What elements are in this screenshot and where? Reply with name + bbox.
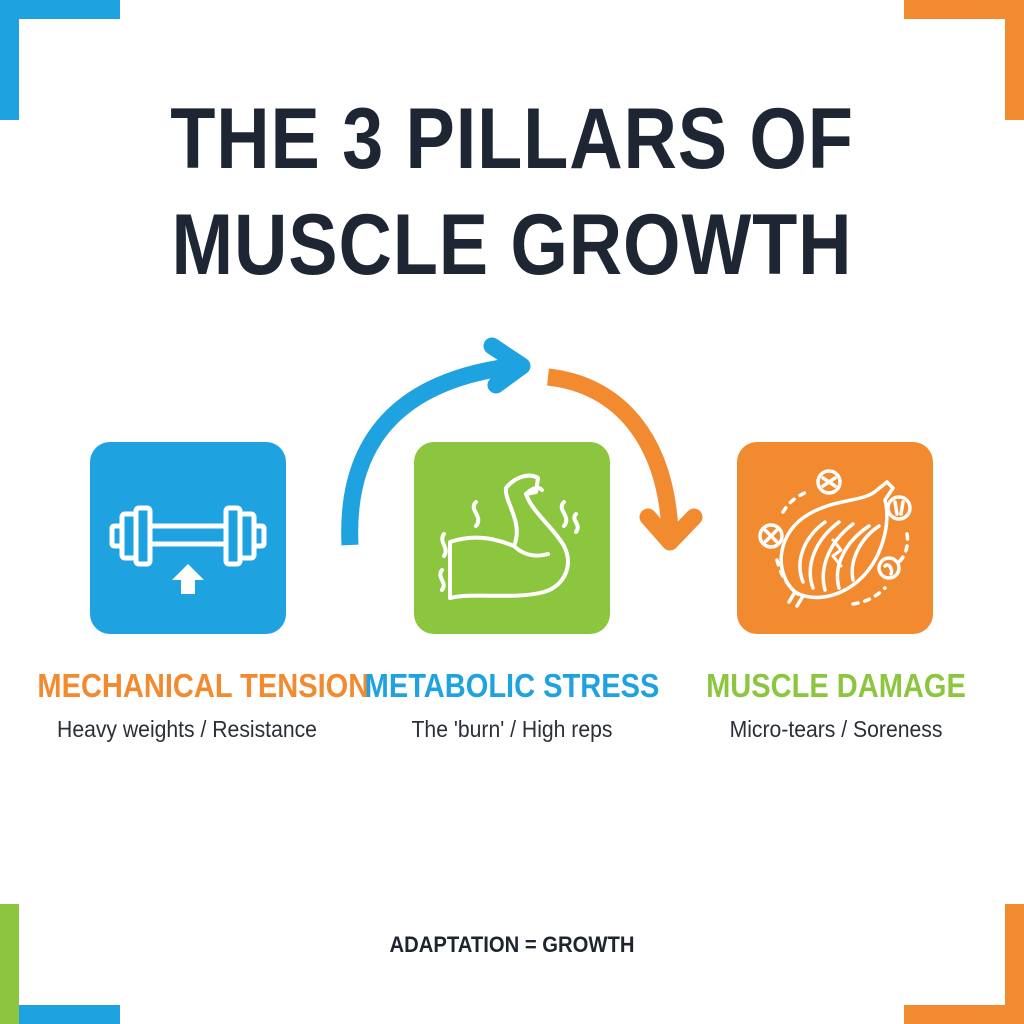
pillar-label-mechanical-tension: MECHANICAL TENSION [37, 667, 370, 704]
barbell-icon [109, 505, 267, 594]
title-line-1: THE 3 PILLARS OF [170, 91, 854, 187]
muscle-fiber-icon [758, 469, 912, 608]
pillar-description-muscle-damage: Micro-tears / Soreness [729, 716, 943, 742]
pillar-label-metabolic-stress: METABOLIC STRESS [364, 667, 660, 704]
pillar-description-mechanical-tension: Heavy weights / Resistance [57, 716, 317, 742]
corner-bracket-bottom-left [0, 904, 120, 1024]
corner-bracket-top-left [0, 0, 120, 120]
title-line-2: MUSCLE GROWTH [171, 197, 853, 293]
corner-bracket-bottom-right [904, 904, 1024, 1024]
tile-mechanical-tension [90, 442, 286, 634]
tile-muscle-damage [737, 442, 933, 634]
tile-metabolic-stress [414, 442, 610, 634]
footer-tagline: ADAPTATION = GROWTH [389, 932, 635, 957]
page-title: THE 3 PILLARS OF MUSCLE GROWTH [72, 86, 953, 298]
corner-bracket-top-right [904, 0, 1024, 120]
pillar-description-metabolic-stress: The 'burn' / High reps [411, 716, 613, 742]
flexed-arm-icon [438, 473, 580, 600]
pillar-label-muscle-damage: MUSCLE DAMAGE [706, 667, 966, 704]
